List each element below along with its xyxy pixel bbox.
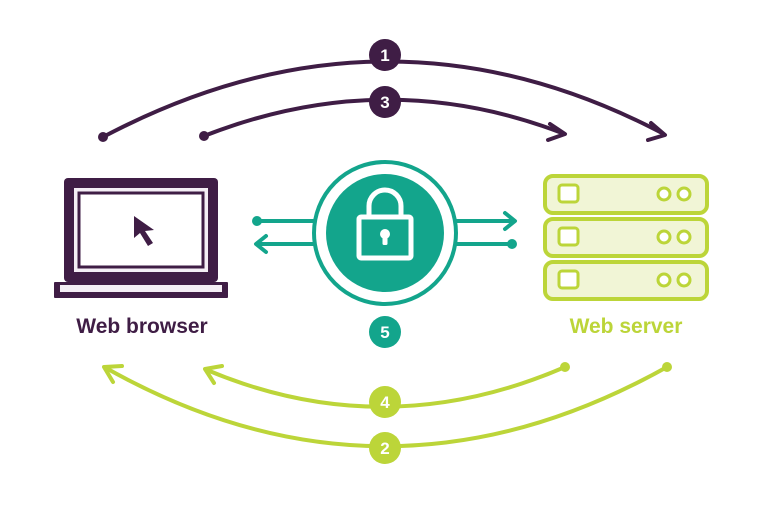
server-unit-3 (543, 260, 709, 301)
svg-text:5: 5 (380, 323, 389, 342)
svg-text:3: 3 (380, 93, 389, 112)
padlock-icon (356, 187, 414, 261)
step-badge-3: 3 (369, 86, 401, 118)
step-badge-5: 5 (369, 316, 401, 348)
server-unit-2 (543, 217, 709, 258)
arrow-right-icon (503, 211, 517, 231)
web-browser-label: Web browser (76, 315, 207, 338)
arrow-left-icon (254, 234, 268, 254)
cursor-icon (134, 216, 154, 246)
step-badge-4: 4 (369, 386, 401, 418)
svg-text:1: 1 (380, 46, 389, 65)
laptop-icon (54, 178, 228, 298)
web-server-label: Web server (570, 315, 683, 338)
server-stack-icon (543, 174, 709, 301)
step-badge-1: 1 (369, 39, 401, 71)
server-unit-1 (543, 174, 709, 215)
step-badge-2: 2 (369, 432, 401, 464)
svg-text:2: 2 (380, 439, 389, 458)
svg-text:4: 4 (380, 393, 390, 412)
